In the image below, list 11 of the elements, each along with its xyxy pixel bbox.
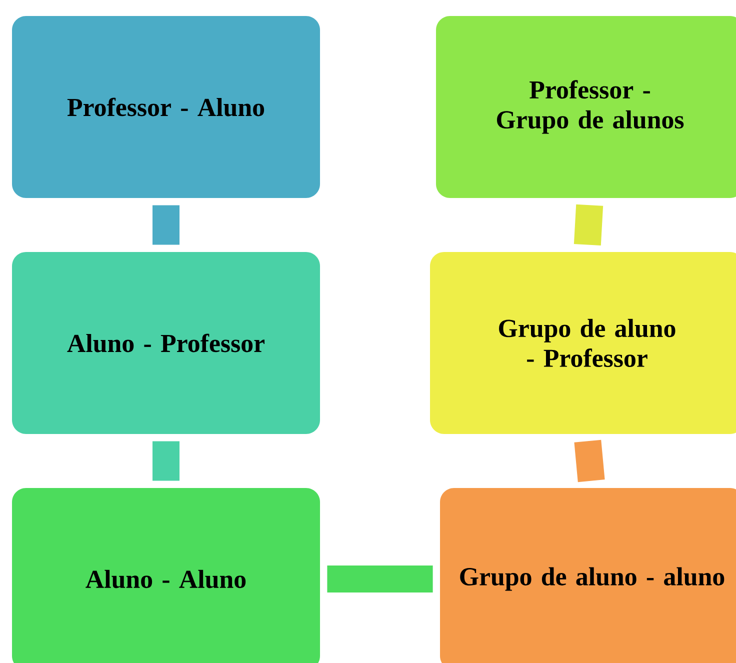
process-box: Professor - Grupo de alunos <box>436 16 736 198</box>
process-box: Professor - Aluno <box>12 16 320 198</box>
process-box: Aluno - Aluno <box>12 488 320 663</box>
process-box: Grupo de aluno - Professor <box>430 252 736 434</box>
process-box: Aluno - Professor <box>12 252 320 434</box>
connector-bar <box>152 441 180 481</box>
connector-bar <box>327 565 433 592</box>
connector-bar <box>574 440 605 482</box>
connector-bar <box>574 204 604 246</box>
process-box: Grupo de aluno - aluno <box>440 488 736 663</box>
connector-bar <box>152 205 180 245</box>
